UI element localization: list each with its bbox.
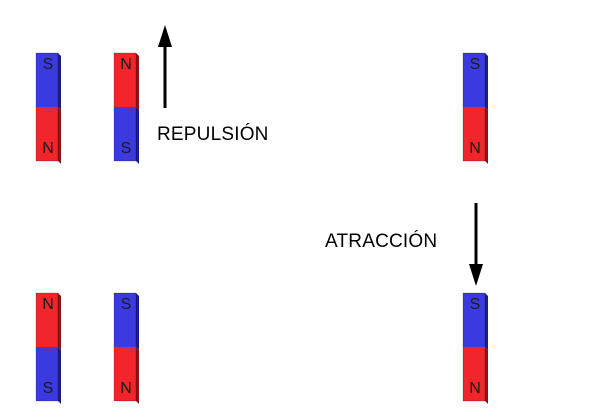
- magnet-pole-top: [36, 53, 58, 107]
- magnet-1: S N: [35, 52, 62, 164]
- magnet-side-top: [485, 293, 488, 350]
- magnet-side-top: [485, 53, 488, 110]
- magnet-6-bottom-pole-label: N: [469, 380, 481, 397]
- magnet-outline: [113, 292, 137, 402]
- magnet-outline: [35, 292, 59, 402]
- magnet-pole-bottom: [36, 347, 58, 401]
- magnet-5-top-pole-label: S: [120, 296, 132, 313]
- magnet-side-bottom: [485, 107, 488, 164]
- magnet-pole-top: [114, 293, 136, 347]
- magnet-side-bottom: [136, 347, 139, 404]
- magnet-side-bottom: [136, 107, 139, 164]
- magnet-pole-bottom: [114, 347, 136, 401]
- magnet-pole-bottom: [463, 347, 485, 401]
- magnet-pole-top: [36, 293, 58, 347]
- magnet-2-body: [113, 52, 139, 164]
- attraction-arrow-head: [469, 264, 483, 286]
- magnet-side-bottom: [58, 347, 61, 404]
- magnet-4-bottom-pole-label: S: [42, 380, 54, 397]
- magnet-1-top-pole-label: S: [42, 56, 54, 73]
- attraction-arrow-icon: [469, 203, 483, 286]
- magnet-5-bottom-pole-label: N: [120, 380, 132, 397]
- magnet-3-bottom-pole-label: N: [469, 140, 481, 157]
- magnet-2-bottom-pole-label: S: [120, 140, 132, 157]
- magnet-side-top: [58, 293, 61, 350]
- magnet-4-body: [35, 292, 61, 404]
- magnet-3-body: [462, 52, 488, 164]
- magnet-5-body: [113, 292, 139, 404]
- attraction-label: ATRACCIÓN: [325, 231, 438, 252]
- magnet-side-top: [136, 53, 139, 110]
- repulsion-arrow-icon: [158, 25, 172, 108]
- magnet-3: S N: [462, 52, 489, 164]
- repulsion-arrow-head: [158, 25, 172, 47]
- magnet-1-bottom-pole-label: N: [42, 140, 54, 157]
- magnet-6: S N: [462, 292, 489, 404]
- magnet-pole-top: [463, 53, 485, 107]
- magnet-side-top: [58, 53, 61, 110]
- magnet-outline: [35, 52, 59, 162]
- magnet-side-bottom: [485, 347, 488, 404]
- magnet-pole-top: [463, 293, 485, 347]
- magnet-pole-bottom: [36, 107, 58, 161]
- magnet-pole-bottom: [114, 107, 136, 161]
- magnet-1-body: [35, 52, 61, 164]
- magnet-4: N S: [35, 292, 62, 404]
- magnet-4-top-pole-label: N: [42, 296, 54, 313]
- magnet-side-top: [136, 293, 139, 350]
- magnet-pole-bottom: [463, 107, 485, 161]
- magnet-outline: [113, 52, 137, 162]
- magnet-outline: [462, 52, 486, 162]
- magnet-side-bottom: [58, 107, 61, 164]
- magnet-pole-top: [114, 53, 136, 107]
- magnet-3-top-pole-label: S: [469, 56, 481, 73]
- magnet-2: N S: [113, 52, 140, 164]
- magnet-2-top-pole-label: N: [120, 56, 132, 73]
- magnet-outline: [462, 292, 486, 402]
- magnet-6-top-pole-label: S: [469, 296, 481, 313]
- repulsion-label: REPULSIÓN: [157, 124, 269, 145]
- magnet-6-body: [462, 292, 488, 404]
- magnet-5: S N: [113, 292, 140, 404]
